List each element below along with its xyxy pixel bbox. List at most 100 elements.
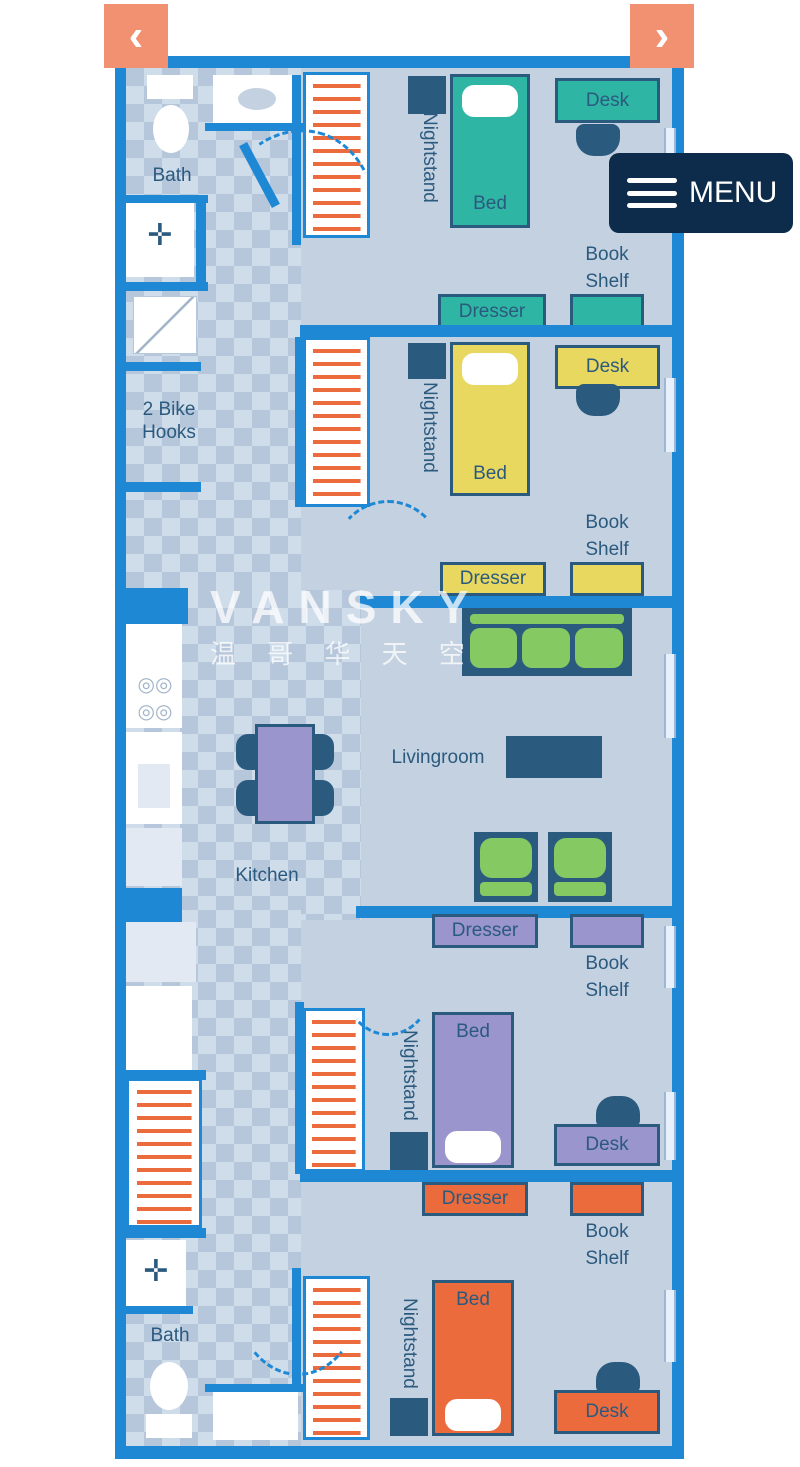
hamburger-icon [627,178,677,208]
door-arc [230,1190,366,1376]
wall [126,195,208,203]
kitchen-wall [118,588,188,624]
wall [300,325,672,337]
nightstand-4 [390,1398,428,1436]
bookshelf-2 [570,562,644,596]
bed-3-label: Bed [456,1021,490,1042]
bed-1-label: Bed [473,193,507,214]
pantry [126,986,192,1070]
wall [118,1306,193,1314]
nightstand-3 [390,1132,428,1170]
menu-button[interactable]: MENU [609,153,793,233]
toilet-bowl [153,105,189,153]
bookshelf-1-label: Book Shelf [585,244,629,292]
bookshelf-4-label: Book Shelf [585,1221,629,1269]
nightstand-3-label: Nightstand [399,1030,420,1121]
armchair-right [548,832,612,902]
bike-hooks-label: 2 Bike Hooks [142,399,196,443]
toilet-tank-bottom [146,1414,192,1438]
closet-bedroom-4 [303,1276,370,1440]
bookshelf-3 [570,914,644,948]
desk-1: Desk [555,78,660,123]
wall [196,195,206,285]
storage-cell [133,296,197,354]
armchair-left [474,832,538,902]
nightstand-2-label: Nightstand [419,382,440,473]
bath-bottom-label: Bath [150,1325,190,1346]
wall [118,888,182,922]
wall [126,362,201,371]
toilet-bowl-bottom [150,1362,188,1410]
tv-stand [506,736,602,778]
bathroom-sink-bottom [213,1392,298,1440]
window [664,1290,676,1362]
watermark: VANSKY 温 哥 华 天 空 [210,580,482,671]
chevron-right-icon: › [654,11,670,60]
desk-chair-3 [596,1096,640,1128]
desk-4: Desk [554,1390,660,1434]
wall [205,123,305,131]
desk-2: Desk [555,345,660,389]
desk-chair-2 [576,384,620,416]
wall [118,1070,206,1080]
closet-bedroom-1 [303,72,370,238]
bed-3: Bed [432,1012,514,1168]
wall [205,1384,305,1392]
closet-bottom-left [126,1078,202,1228]
desk-chair-4 [596,1362,640,1394]
bookshelf-4 [570,1182,644,1216]
dresser-3: Dresser [432,914,538,948]
plus-icon: ✛ [143,1255,169,1288]
wall [292,75,301,245]
dresser-4: Dresser [422,1182,528,1216]
menu-label: MENU [689,176,778,209]
burners-icon: ◎◎◎◎ [137,674,173,723]
outlet-cell-top [126,203,194,277]
dining-chair [312,734,334,770]
counter [126,828,182,886]
livingroom-label: Livingroom [391,747,485,768]
bookshelf-2-label: Book Shelf [585,512,629,560]
nightstand-4-label: Nightstand [399,1298,420,1389]
bath-top-label: Bath [152,165,192,186]
nightstand-1 [408,76,446,114]
wall [360,596,672,608]
window [664,654,676,738]
dining-table [255,724,315,824]
nightstand-2 [408,343,446,379]
chevron-left-icon: ‹ [128,11,144,60]
dining-chair [236,734,258,770]
closet-bedroom-2 [303,337,370,507]
wall [300,1170,672,1182]
bed-2: Bed [450,342,530,496]
watermark-brand: VANSKY [210,581,483,633]
window [664,378,676,452]
bed-4-label: Bed [456,1289,490,1310]
stove [126,624,182,728]
next-arrow-button[interactable]: › [630,4,694,68]
dining-chair [236,780,258,816]
wall [126,482,201,492]
window [664,926,676,988]
dresser-2: Dresser [440,562,546,596]
desk-chair-1 [576,124,620,156]
desk-3: Desk [554,1124,660,1166]
bed-2-label: Bed [473,463,507,484]
plus-icon: ✛ [147,219,173,252]
fridge [126,922,196,982]
wall [295,337,304,507]
sink-basin-kitchen [138,764,170,808]
door-arc [340,920,436,1036]
sofa [462,608,632,676]
sink-basin [238,88,276,110]
nightstand-1-label: Nightstand [419,112,440,203]
wall [126,282,208,291]
bed-4: Bed [432,1280,514,1436]
window [664,1092,676,1160]
outlet-cell-bottom [126,1240,186,1306]
wall [292,1268,301,1388]
watermark-chinese: 温 哥 华 天 空 [210,639,477,669]
prev-arrow-button[interactable]: ‹ [104,4,168,68]
bookshelf-3-label: Book Shelf [585,953,629,1001]
